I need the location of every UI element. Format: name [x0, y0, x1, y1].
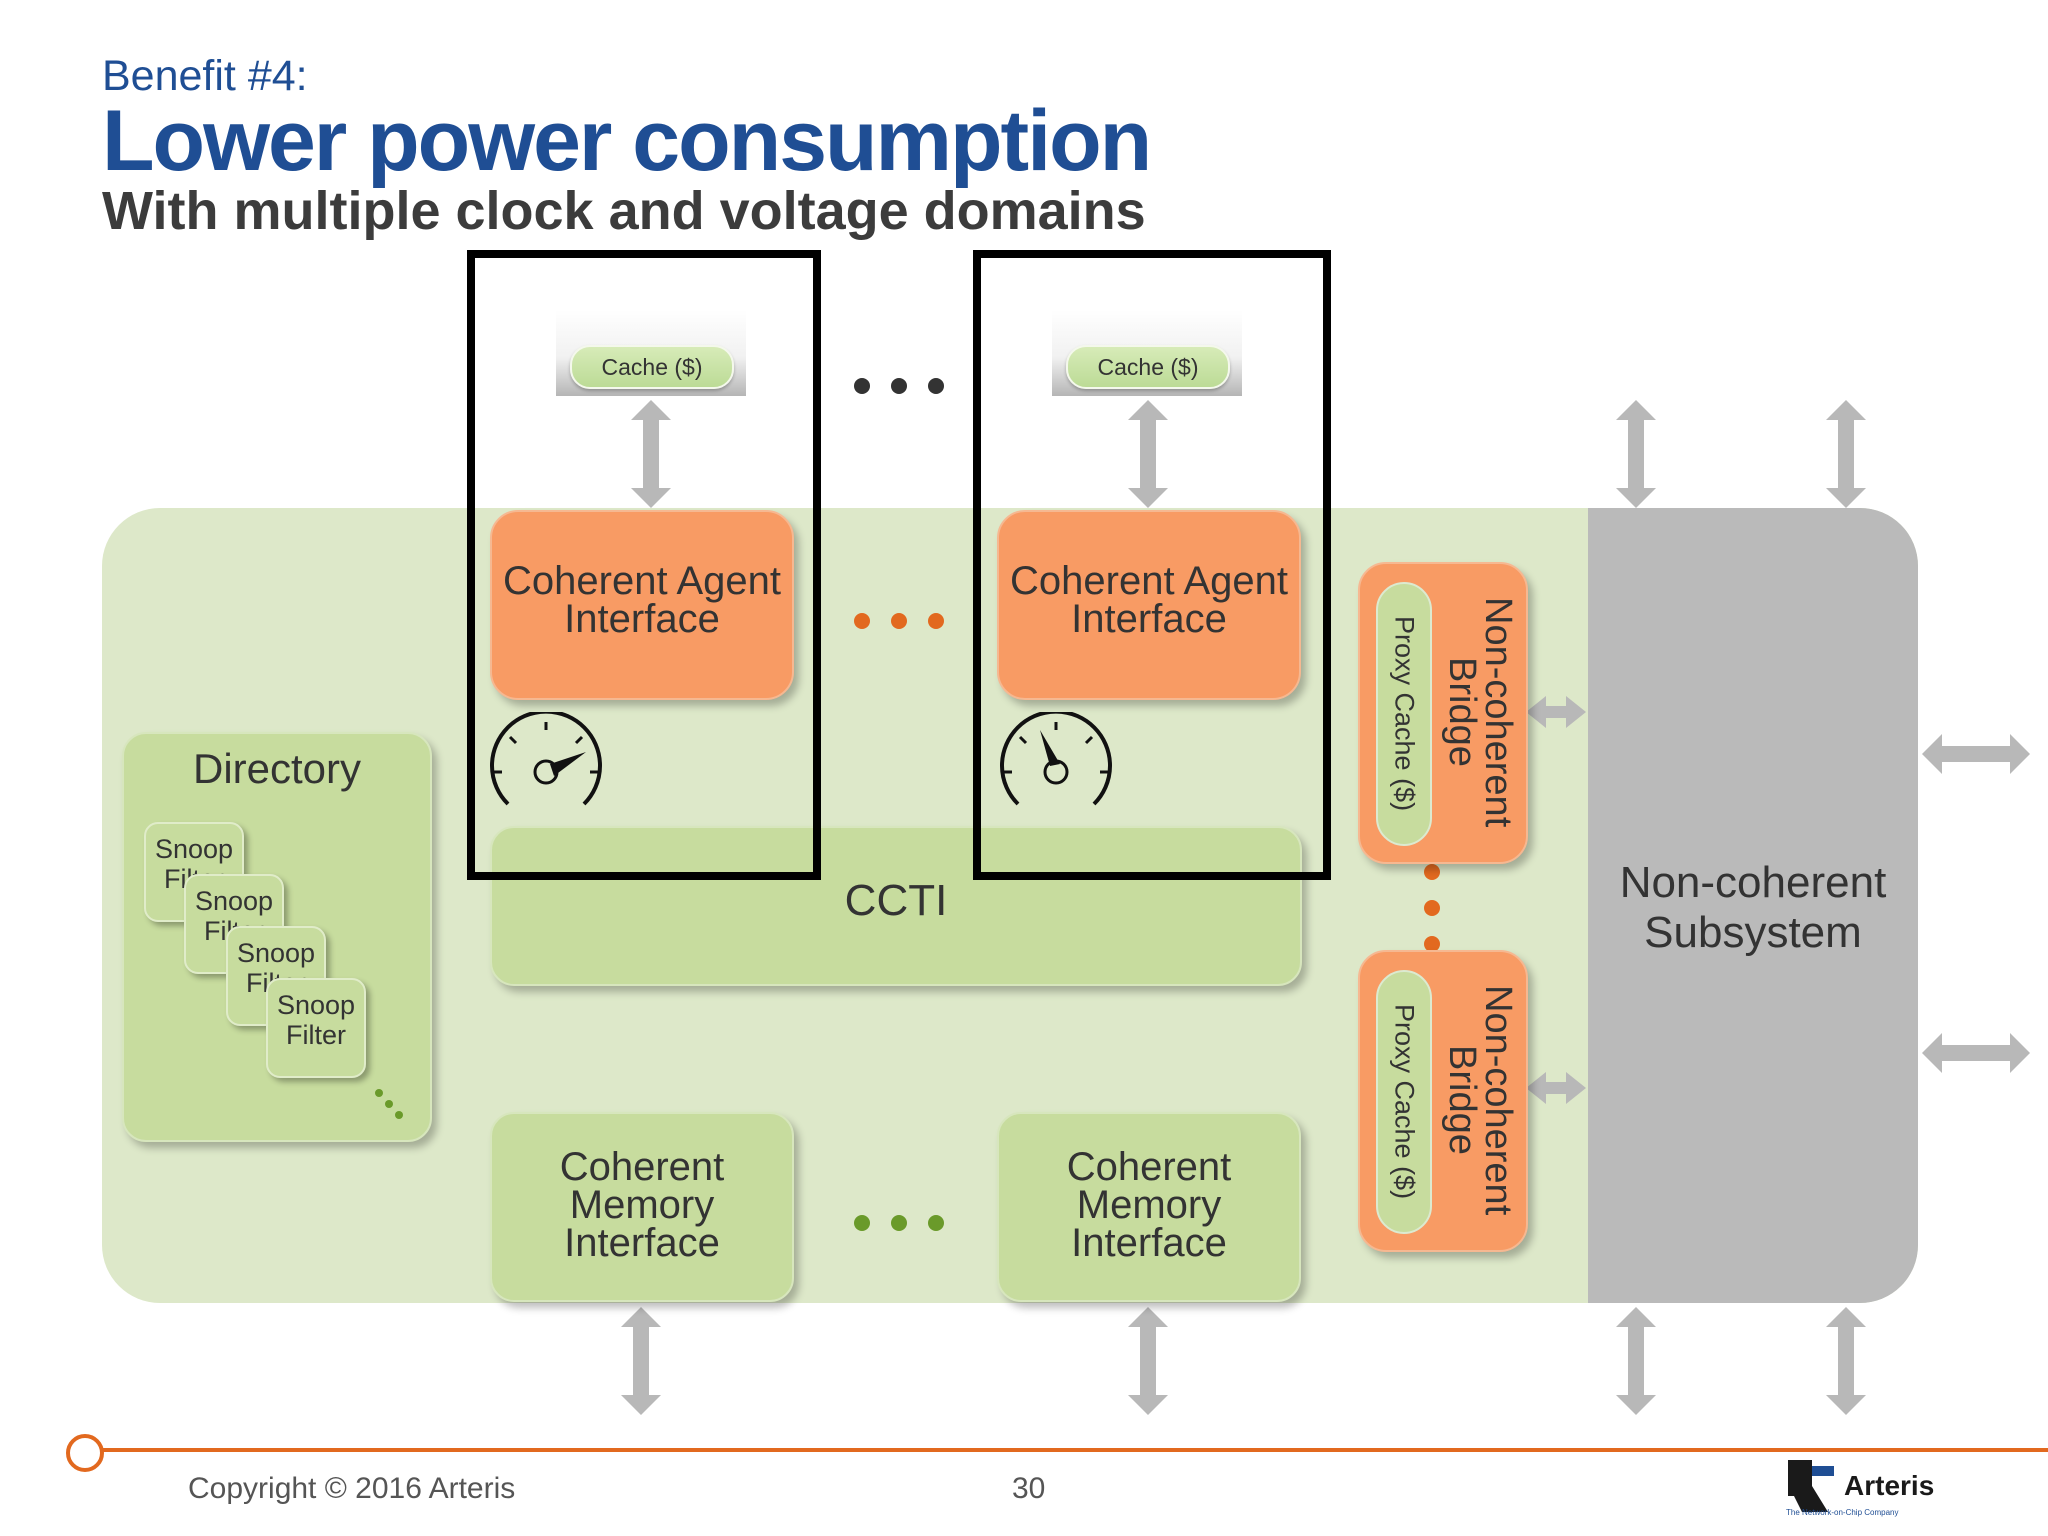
- non-coherent-bridge-1: Proxy Cache ($) Non-coherent Bridge: [1358, 562, 1528, 864]
- ellipsis-dot: [891, 613, 907, 629]
- ellipsis-dot: [1424, 900, 1440, 916]
- clock-gauge-icon: [1000, 712, 1112, 806]
- subsystem-right-arrow-1: [1922, 734, 2030, 774]
- ellipsis-dot: [928, 613, 944, 629]
- coherent-memory-interface-1: Coherent Memory Interface: [490, 1112, 794, 1302]
- non-coherent-bridge-label: Non-coherent Bridge: [1441, 596, 1519, 828]
- clock-domain-frame-2: [973, 250, 1331, 880]
- cache-2: Cache ($): [1066, 345, 1230, 389]
- subsystem-bottom-arrow-1: [1616, 1307, 1656, 1415]
- ellipsis-dot: [854, 378, 870, 394]
- ccti-block: CCTI: [490, 826, 1302, 986]
- footer-divider: [86, 1448, 2048, 1452]
- non-coherent-bridge-label: Non-coherent Bridge: [1441, 984, 1519, 1216]
- memory-bottom-arrow-1: [621, 1307, 661, 1415]
- subsystem-right-arrow-2: [1922, 1033, 2030, 1073]
- ccti-label: CCTI: [844, 876, 948, 925]
- bridge-arrow-2: [1526, 1072, 1586, 1104]
- non-coherent-subsystem-label: Non-coherent Subsystem: [1619, 858, 1887, 957]
- arteris-logo-tagline: The Network-on-Chip Company: [1786, 1508, 1899, 1517]
- arteris-logo-text: Arteris: [1844, 1470, 1935, 1501]
- coherent-agent-interface-1: Coherent Agent Interface: [490, 510, 794, 700]
- snoop-filter-card: Snoop Filter: [266, 978, 366, 1078]
- more-dots-icon: [375, 1089, 403, 1119]
- proxy-cache-1: Proxy Cache ($): [1376, 582, 1432, 846]
- clock-gauge-icon: [490, 712, 602, 806]
- coherent-memory-interface-label: Coherent Memory Interface: [559, 1145, 725, 1265]
- ellipsis-dot: [928, 378, 944, 394]
- ellipsis-dot: [928, 1215, 944, 1231]
- footer-copyright: Copyright © 2016 Arteris: [188, 1472, 516, 1505]
- proxy-cache-2: Proxy Cache ($): [1376, 970, 1432, 1234]
- proxy-cache-label: Proxy Cache ($): [1389, 616, 1420, 812]
- proxy-cache-label: Proxy Cache ($): [1389, 1004, 1420, 1200]
- coherent-agent-interface-label: Coherent Agent Interface: [503, 559, 781, 641]
- slide-kicker: Benefit #4:: [102, 52, 308, 100]
- ellipsis-dot: [1424, 936, 1440, 952]
- clock-domain-frame-1: [467, 250, 821, 880]
- coherent-memory-interface-label: Coherent Memory Interface: [1066, 1145, 1232, 1265]
- non-coherent-subsystem-panel: [1588, 508, 1918, 1303]
- ellipsis-dot: [891, 378, 907, 394]
- coherent-memory-interface-2: Coherent Memory Interface: [997, 1112, 1301, 1302]
- slide-title: Lower power consumption: [102, 93, 1152, 189]
- cache-1: Cache ($): [570, 345, 734, 389]
- memory-bottom-arrow-2: [1128, 1307, 1168, 1415]
- ellipsis-dot: [1424, 864, 1440, 880]
- subsystem-top-arrow-1: [1616, 400, 1656, 508]
- ellipsis-dot: [891, 1215, 907, 1231]
- coherent-agent-interface-label: Coherent Agent Interface: [1010, 559, 1288, 641]
- footer-circle-icon: [66, 1434, 104, 1472]
- page-number: 30: [1012, 1472, 1046, 1505]
- subsystem-top-arrow-2: [1826, 400, 1866, 508]
- coherent-agent-interface-2: Coherent Agent Interface: [997, 510, 1301, 700]
- non-coherent-bridge-2: Proxy Cache ($) Non-coherent Bridge: [1358, 950, 1528, 1252]
- bridge-arrow-1: [1526, 696, 1586, 728]
- subsystem-bottom-arrow-2: [1826, 1307, 1866, 1415]
- ellipsis-dot: [854, 1215, 870, 1231]
- arteris-logo: Arteris The Network-on-Chip Company: [1782, 1456, 1982, 1526]
- arteris-logo-mark-icon: [1788, 1460, 1834, 1512]
- slide-subtitle: With multiple clock and voltage domains: [102, 181, 1146, 241]
- ellipsis-dot: [854, 613, 870, 629]
- directory-label: Directory: [192, 745, 362, 792]
